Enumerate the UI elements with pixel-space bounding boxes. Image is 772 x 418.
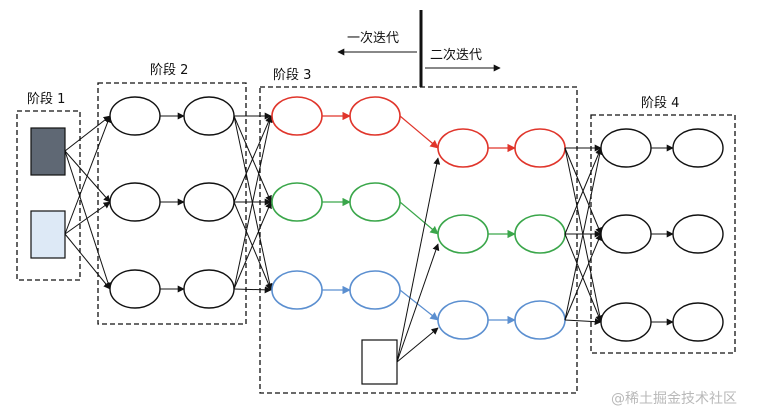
- stage2-to-stage3-edges: [233, 112, 274, 294]
- stage3-input-block: [361, 339, 398, 385]
- stage3-green-chain: [271, 182, 566, 254]
- stage1-to-stage2-edges: [64, 115, 112, 290]
- input-block-dark: [30, 127, 66, 176]
- stage4-label: 阶段 4: [641, 96, 680, 111]
- stage3-blue-chain: [271, 270, 566, 340]
- stage2-frame: [97, 82, 247, 325]
- stage2-row-edges: [160, 112, 185, 293]
- stage3-red-chain: [271, 96, 566, 168]
- next-iteration-label: 二次迭代: [430, 48, 483, 63]
- stage3-label: 阶段 3: [273, 68, 312, 83]
- watermark: @稀土掘金技术社区: [611, 391, 737, 407]
- stage1-label: 阶段 1: [27, 92, 66, 107]
- stage2-label: 阶段 2: [150, 63, 189, 78]
- stage4-nodes: [600, 128, 724, 342]
- input-block-light: [30, 210, 66, 259]
- stage4-row-edges: [651, 144, 674, 326]
- prev-iteration-label: 一次迭代: [347, 31, 400, 46]
- stage3-input-edges: [396, 157, 441, 363]
- stage3-to-stage4-edges: [564, 144, 604, 326]
